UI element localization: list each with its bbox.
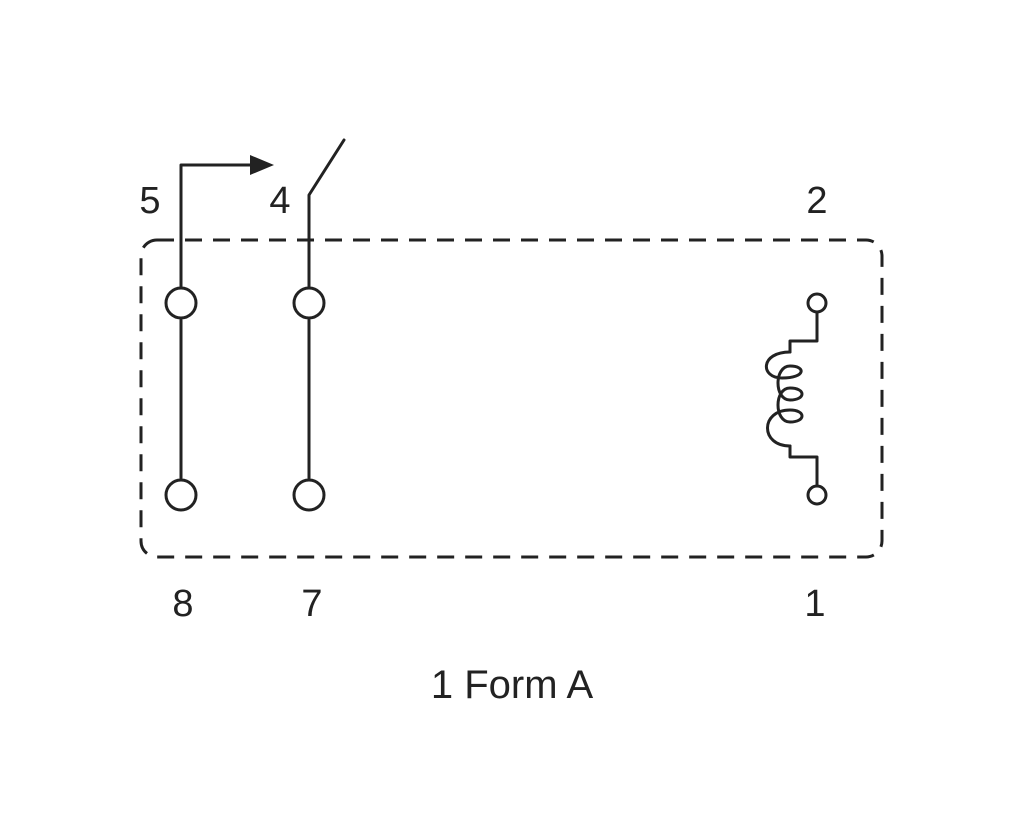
contact-normally-open [292,138,346,512]
pin-label-4: 4 [269,180,290,222]
terminal-top-middle [292,286,326,320]
common-lead-arrow-line [179,163,264,289]
pin-label-7: 7 [301,583,322,625]
pin-label-2: 2 [806,180,827,222]
diagram-caption: 1 Form A [431,663,594,707]
coil-lead-bottom [788,444,819,488]
switch-blade [307,138,346,289]
coil-terminal-top [806,292,828,314]
relay-coil [764,292,828,506]
contact-common [164,155,274,512]
pin-label-1: 1 [804,583,825,625]
terminal-top-left [164,286,198,320]
pin-label-8: 8 [172,583,193,625]
pin-label-5: 5 [139,180,160,222]
terminal-bottom-middle [292,478,326,512]
terminal-bottom-left [164,478,198,512]
coil-winding-icon [764,350,804,448]
arrowhead-icon [250,155,274,175]
relay-housing-outline [139,238,884,559]
coil-lead-top [788,310,819,354]
coil-terminal-bottom [806,484,828,506]
